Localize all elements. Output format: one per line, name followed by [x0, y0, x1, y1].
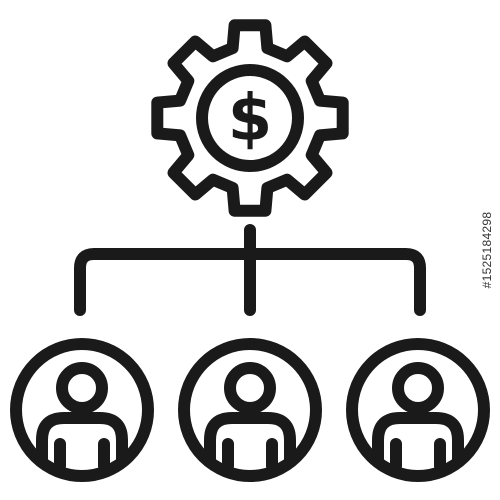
person-head [392, 362, 444, 414]
person-head [224, 362, 276, 414]
avatar-circle [10, 338, 154, 482]
hierarchy-connector [74, 224, 426, 316]
gear-outline [151, 19, 349, 217]
person-body [36, 412, 128, 468]
person-head [56, 362, 108, 414]
people-group [10, 338, 490, 482]
person-avatar-icon [178, 338, 322, 482]
stock-id-watermark: #1525184298 [480, 211, 494, 289]
person-avatar-icon [10, 338, 154, 482]
person-avatar-icon [346, 338, 490, 482]
gear-inner-circle [196, 64, 304, 172]
connector-branch [74, 248, 426, 316]
avatar-circle [346, 338, 490, 482]
dollar-sign-icon: $ [228, 82, 273, 156]
person-body [204, 412, 296, 468]
avatar-circle [178, 338, 322, 482]
person-body [372, 412, 464, 468]
gear-icon: $ [151, 19, 349, 217]
